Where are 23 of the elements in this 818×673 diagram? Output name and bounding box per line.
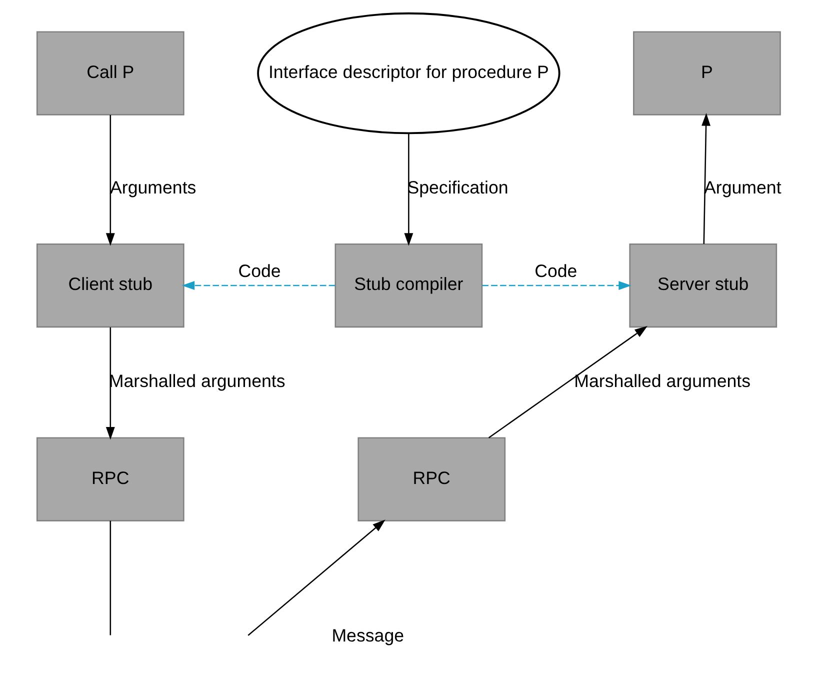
arrow bbox=[182, 281, 336, 290]
arrow bbox=[482, 281, 632, 290]
node-box: RPC bbox=[36, 437, 184, 522]
node-ellipse: Interface descriptor for procedure P bbox=[257, 12, 560, 134]
edge-label: Code bbox=[534, 260, 578, 281]
node-box: Stub compiler bbox=[334, 243, 483, 328]
edge-label: Marshalled arguments bbox=[108, 371, 286, 392]
arrow bbox=[248, 520, 386, 636]
arrow bbox=[488, 326, 648, 438]
edge-label: Marshalled arguments bbox=[574, 371, 751, 392]
connector bbox=[110, 520, 112, 636]
arrow bbox=[702, 113, 710, 244]
edge-label: Arguments bbox=[110, 177, 196, 198]
arrow bbox=[106, 114, 115, 246]
node-box: Client stub bbox=[36, 243, 184, 328]
node-box: RPC bbox=[358, 437, 506, 522]
arrow bbox=[106, 327, 115, 440]
node-box: P bbox=[633, 31, 781, 116]
label: Message bbox=[332, 625, 404, 646]
arrow bbox=[404, 134, 414, 246]
node-box: Call P bbox=[36, 31, 184, 116]
node-box: Server stub bbox=[629, 243, 778, 328]
edge-label: Code bbox=[238, 260, 281, 281]
